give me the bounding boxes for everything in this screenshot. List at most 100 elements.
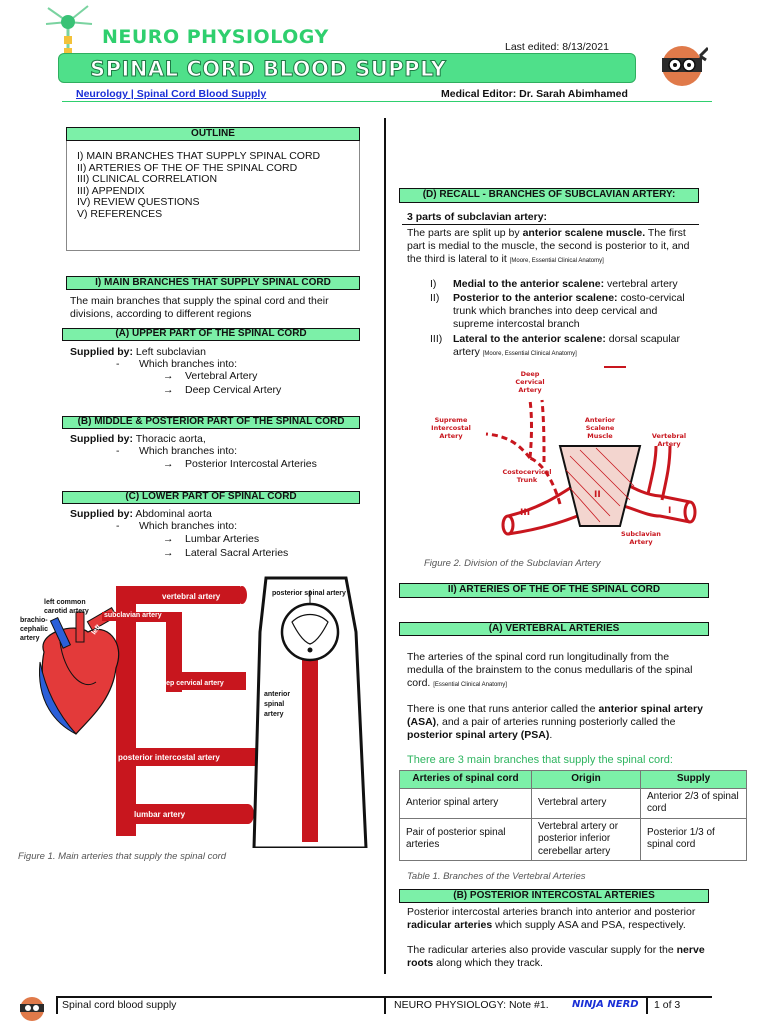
recall-item-bold: Medial to the anterior scalene: <box>453 278 605 290</box>
table-header-row: Arteries of spinal cord Origin Supply <box>399 770 747 789</box>
b-p2b: nerve roots <box>407 944 705 970</box>
table-row: Pair of posterior spinal arteries Verteb… <box>399 817 747 861</box>
footer-rule <box>56 996 712 998</box>
section2b-p2: The radicular arteries also provide vasc… <box>407 944 707 970</box>
fig2-label-vertebral: Vertebral Artery <box>651 432 687 448</box>
recall-item-text: dorsal scapular artery <box>453 332 681 358</box>
recall-p1b: anterior scalene muscle. <box>522 227 646 239</box>
section2a-p1: The arteries of the spinal cord run long… <box>407 651 707 690</box>
label-left-common-carotid: left common carotid artery <box>44 599 89 615</box>
arrow-icon: → <box>163 533 174 545</box>
section1a-title: (A) UPPER PART OF THE SPINAL CORD <box>62 328 360 341</box>
label-deep-cervical: deep cervical artery <box>158 680 224 687</box>
ninja-avatar-icon <box>662 46 710 86</box>
fig2-numeral-3: III <box>520 508 531 518</box>
branch-label: Lumbar Arteries <box>185 533 260 545</box>
supplied-value: Abdominal aorta <box>133 508 212 520</box>
subject-title: NEURO PHYSIOLOGY <box>102 26 329 48</box>
outline-item[interactable]: III) CLINICAL CORRELATION <box>77 173 218 186</box>
p2e: . <box>549 729 553 742</box>
deep-cervical-artery-shape <box>166 672 246 690</box>
lumbar-artery-shape <box>126 804 248 824</box>
recall-p1a: The parts are split up by <box>407 227 523 239</box>
p2b: anterior spinal artery (ASA) <box>407 703 703 729</box>
section2-title: II) ARTERIES OF THE OF THE SPINAL CORD <box>399 583 709 598</box>
p2a: There is one that runs anterior called t… <box>407 703 599 715</box>
recall-title: (D) RECALL - BRANCHES OF SUBCLAVIAN ARTE… <box>399 188 699 203</box>
section1b-title: (B) MIDDLE & POSTERIOR PART OF THE SPINA… <box>62 416 360 429</box>
b-p1a: Posterior intercostal arteries branch in… <box>407 906 696 918</box>
recall-paragraph: The parts are split up by anterior scale… <box>407 227 699 266</box>
supplied-by-a: Supplied by: Left subclavian <box>70 346 206 359</box>
dash: - <box>116 520 120 532</box>
anterior-spinal-artery-shape <box>302 660 318 842</box>
page-title: SPINAL CORD BLOOD SUPPLY <box>89 56 447 81</box>
arrow-icon: → <box>163 384 174 396</box>
ninja-avatar <box>656 40 710 88</box>
b-p1b: radicular arteries <box>407 919 493 932</box>
recall-p1c: The first part is medial to the muscle, … <box>407 227 690 266</box>
outline-item[interactable]: II) ARTERIES OF THE OF THE SPINAL CORD <box>77 161 298 174</box>
which-label: Which branches into: <box>139 520 238 532</box>
last-edited: Last edited: 8/13/2021 <box>505 41 609 53</box>
footer-ninja-icon <box>14 992 50 1022</box>
fig2-numeral-1: I <box>668 506 672 516</box>
fig2-label-subclavian: Subclavian Artery <box>621 530 661 546</box>
label-posterior-intercostal: posterior intercostal artery <box>118 753 220 762</box>
branches-table: Arteries of spinal cord Origin Supply An… <box>399 770 747 861</box>
table-header: Supply <box>640 770 747 789</box>
b-p1c: which supply ASA and PSA, respectively. <box>492 919 686 932</box>
recall-item-num: I) <box>430 278 437 290</box>
label-posterior-spinal: posterior spinal artery <box>272 590 346 597</box>
section2b-p1: Posterior intercostal arteries branch in… <box>407 906 707 932</box>
column-divider <box>384 118 386 974</box>
branch-row: → Lumbar Arteries <box>163 533 259 546</box>
recall-list: I) Medial to the anterior scalene: verte… <box>430 278 700 359</box>
b-p2a: The radicular arteries also provide vasc… <box>407 944 677 956</box>
section1-intro: The main branches that supply the spinal… <box>70 295 329 321</box>
fig2-numeral-2: II <box>594 490 601 500</box>
supplied-by-c: Supplied by: Abdominal aorta <box>70 508 212 521</box>
which-label: Which branches into: <box>139 358 238 370</box>
footer-page-sep <box>646 998 648 1014</box>
section2a-p1-cite: [Essential Clinical Anatomy] <box>433 682 507 689</box>
outline-box: I) MAIN BRANCHES THAT SUPPLY SPINAL CORD… <box>66 141 360 251</box>
supplied-value: Left subclavian <box>133 346 206 358</box>
title-banner <box>58 53 636 83</box>
section2a-p2: There is one that runs anterior called t… <box>407 703 707 742</box>
supplied-value: Thoracic aorta, <box>133 433 206 445</box>
b-p2c: along which they track. <box>433 957 543 970</box>
label-brachiocephalic: brachio-cephalic artery <box>20 617 49 642</box>
table-header: Origin <box>531 770 641 789</box>
branch-label: Lateral Sacral Arteries <box>185 547 289 559</box>
recall-item-cite: [Moore, Essential Clinical Anatomy] <box>482 350 577 357</box>
section1-title: I) MAIN BRANCHES THAT SUPPLY SPINAL CORD <box>66 276 360 290</box>
outline-item[interactable]: I) MAIN BRANCHES THAT SUPPLY SPINAL CORD <box>77 150 321 162</box>
aorta-shape <box>116 586 136 836</box>
footer-middle-text: NEURO PHYSIOLOGY: Note #1. <box>394 999 549 1011</box>
branch-row: →Vertebral Artery <box>163 370 257 383</box>
which-label: Which branches into: <box>139 445 238 457</box>
recall-item: I) Medial to the anterior scalene: verte… <box>430 278 700 291</box>
footer-left-text: Spinal cord blood supply <box>62 999 177 1011</box>
table-cell: Vertebral artery <box>531 787 641 819</box>
arrow-icon: → <box>163 547 174 559</box>
section1c-title: (C) LOWER PART OF SPINAL CORD <box>62 491 360 504</box>
label-lumbar: lumbar artery <box>134 810 186 819</box>
outline-title: OUTLINE <box>66 127 360 141</box>
fig2-label-anterior-scalene: Anterior Scalene Muscle <box>584 416 616 440</box>
footer-left-sep <box>56 998 58 1014</box>
recall-item: II) Posterior to the anterior scalene: c… <box>430 292 700 331</box>
recall-subtitle: 3 parts of subclavian artery: <box>407 211 548 223</box>
p2d: posterior spinal artery (PSA) <box>407 729 550 742</box>
red-underline <box>604 366 626 368</box>
which-a: -Which branches into: <box>116 358 237 371</box>
table1-caption: Table 1. Branches of the Vertebral Arter… <box>407 871 586 882</box>
branch-row: →Posterior Intercostal Arteries <box>163 458 317 471</box>
table-cell: Anterior 2/3 of spinal cord <box>640 787 747 819</box>
outline-item[interactable]: V) REFERENCES <box>77 207 163 220</box>
outline-item[interactable]: III) APPENDIX <box>77 184 145 197</box>
outline-item[interactable]: IV) REVIEW QUESTIONS <box>77 196 200 209</box>
breadcrumb[interactable]: Neurology | Spinal Cord Blood Supply <box>76 88 267 100</box>
branch-row: →Deep Cervical Artery <box>163 384 281 397</box>
